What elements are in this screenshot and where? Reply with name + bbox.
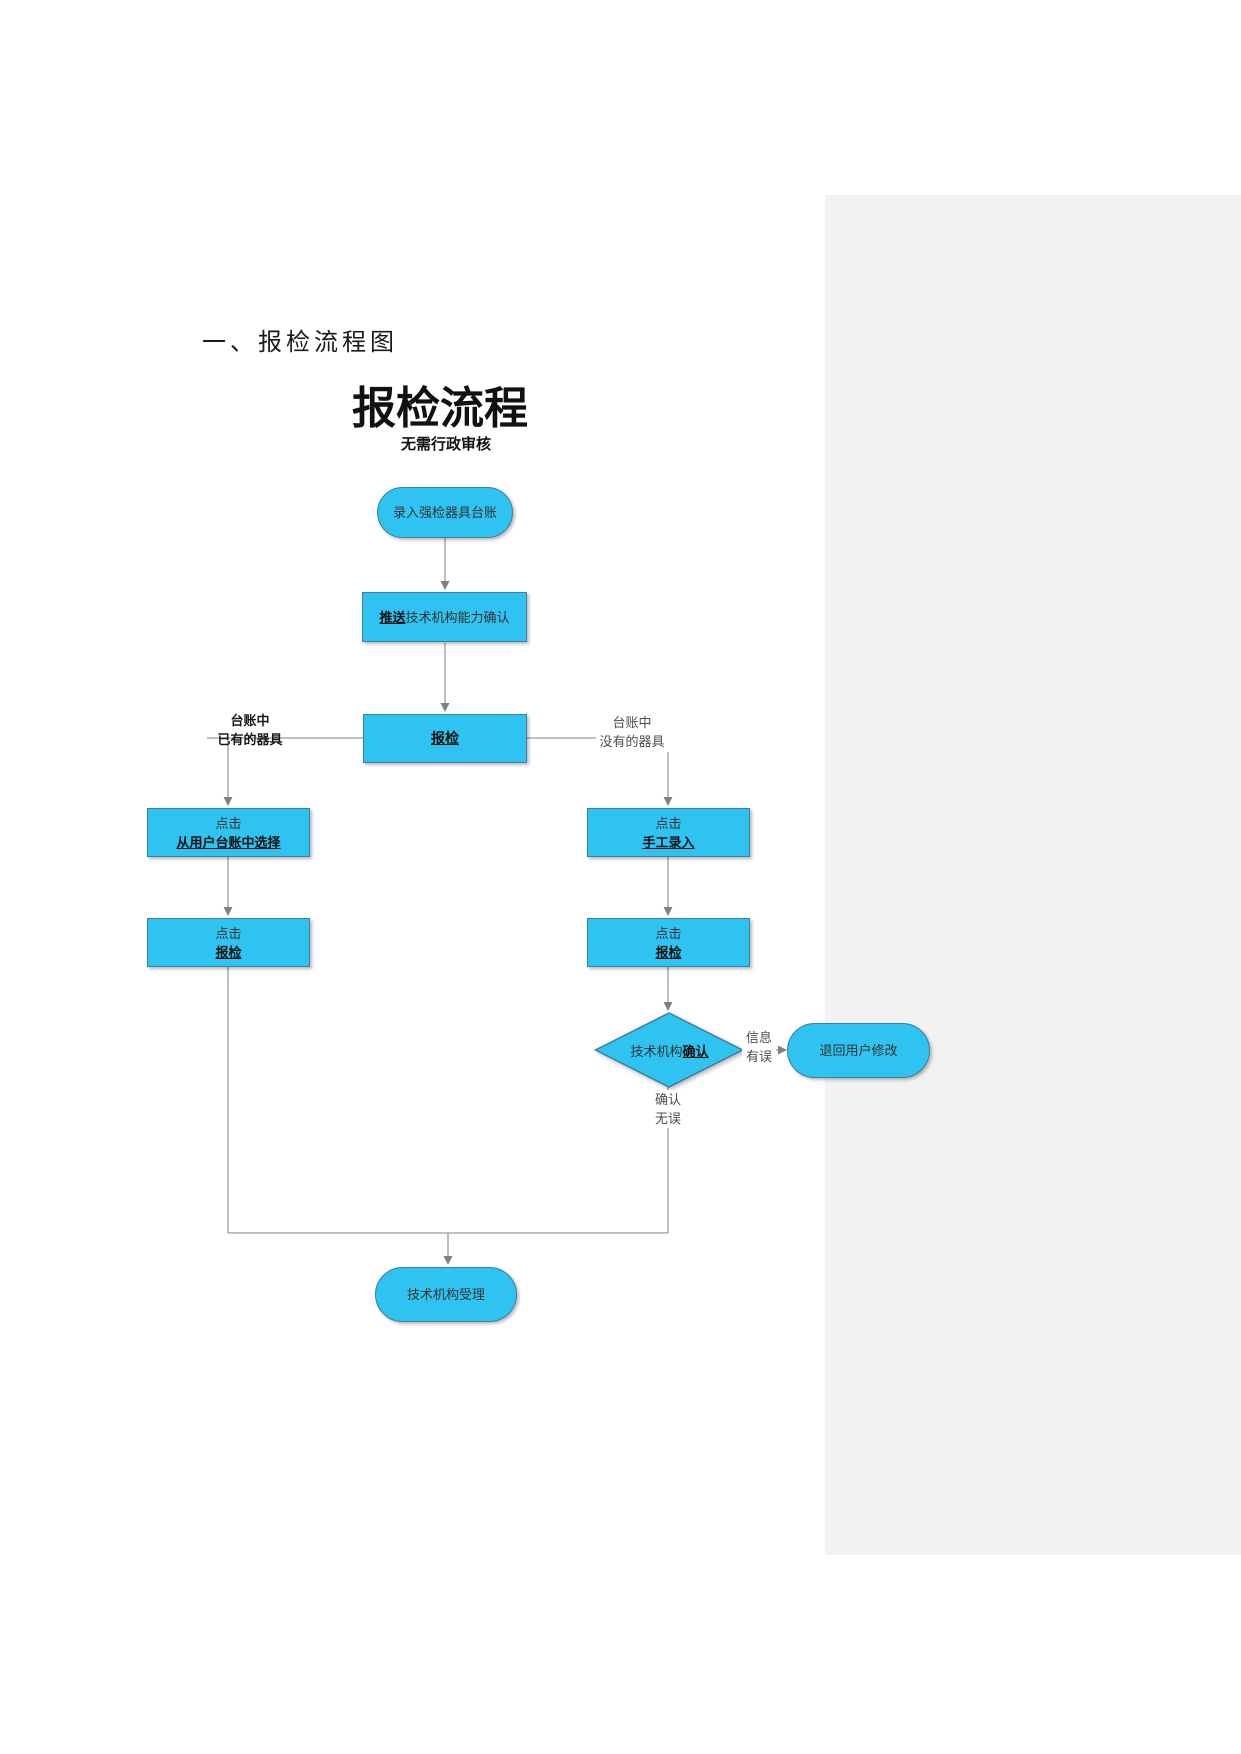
node-org-accept: 技术机构受理 (375, 1267, 517, 1322)
arrowhead-into-select (223, 797, 233, 806)
node-select-from-ledger: 点击 从用户台账中选择 (147, 808, 310, 857)
node-push-confirm-emph: 推送 (379, 609, 406, 625)
label-left-branch-line2: 已有的器具 (217, 732, 283, 747)
node-return-modify: 退回用户修改 (787, 1023, 930, 1078)
node-select-line2: 从用户台账中选择 (176, 834, 281, 850)
flowchart-title: 报检流程 (352, 384, 528, 433)
node-push-confirm-label: 推送技术机构能力确认 (379, 608, 509, 627)
node-push-confirm: 推送技术机构能力确认 (362, 592, 527, 642)
node-click-right-line1: 点击 (655, 925, 682, 941)
arrowhead-into-accept (443, 1256, 453, 1265)
arrowhead-into-baojian (440, 703, 450, 712)
label-left-branch-line1: 台账中 (230, 713, 270, 728)
node-manual-line2: 手工录入 (642, 834, 695, 850)
node-manual-line1: 点击 (655, 815, 682, 831)
node-decision-emph: 确认 (682, 1043, 709, 1059)
arrowhead-into-manual (663, 797, 673, 806)
node-click-right-line2: 报检 (655, 944, 682, 960)
label-right-branch-line2: 没有的器具 (599, 734, 665, 749)
node-click-baojian-left: 点击 报检 (147, 918, 310, 967)
label-error-info: 信息 有误 (742, 1028, 776, 1066)
label-left-branch: 台账中 已有的器具 (195, 711, 305, 749)
label-right-branch: 台账中 没有的器具 (577, 713, 687, 751)
node-start-label: 录入强检器具台账 (392, 505, 497, 520)
node-manual-entry: 点击 手工录入 (587, 808, 750, 857)
node-push-confirm-rest: 技术机构能力确认 (405, 609, 510, 625)
node-return-modify-label: 退回用户修改 (819, 1043, 898, 1058)
arrowhead-into-push (440, 581, 450, 590)
label-confirm-ok-line2: 无误 (654, 1111, 681, 1126)
node-select-line1: 点击 (215, 815, 242, 831)
node-start-terminator: 录入强检器具台账 (377, 487, 513, 538)
section-heading: 一、报检流程图 (202, 330, 398, 356)
label-error-info-line2: 有误 (745, 1049, 772, 1064)
node-click-left-line1: 点击 (215, 925, 242, 941)
node-decision-pre: 技术机构 (630, 1043, 683, 1059)
flowchart-subtitle: 无需行政审核 (400, 436, 491, 453)
node-baojian-label: 报检 (431, 730, 459, 746)
node-click-baojian-right: 点击 报检 (587, 918, 750, 967)
label-confirm-ok-line1: 确认 (654, 1092, 681, 1107)
node-click-left-line2: 报检 (215, 944, 242, 960)
arrowhead-into-click-right (663, 907, 673, 916)
node-decision-text: 技术机构确认 (596, 1013, 743, 1087)
node-baojian: 报检 (363, 714, 527, 763)
right-gray-panel (825, 195, 1241, 1555)
arrowhead-into-decision (663, 1002, 673, 1011)
decision-diamond-shape (593, 1012, 745, 1088)
arrowhead-into-click-left (223, 907, 233, 916)
node-org-accept-label: 技术机构受理 (406, 1287, 485, 1302)
arrowhead-into-return (778, 1045, 787, 1055)
label-right-branch-line1: 台账中 (612, 715, 652, 730)
label-error-info-line1: 信息 (745, 1030, 772, 1045)
label-confirm-ok: 确认 无误 (646, 1090, 690, 1128)
